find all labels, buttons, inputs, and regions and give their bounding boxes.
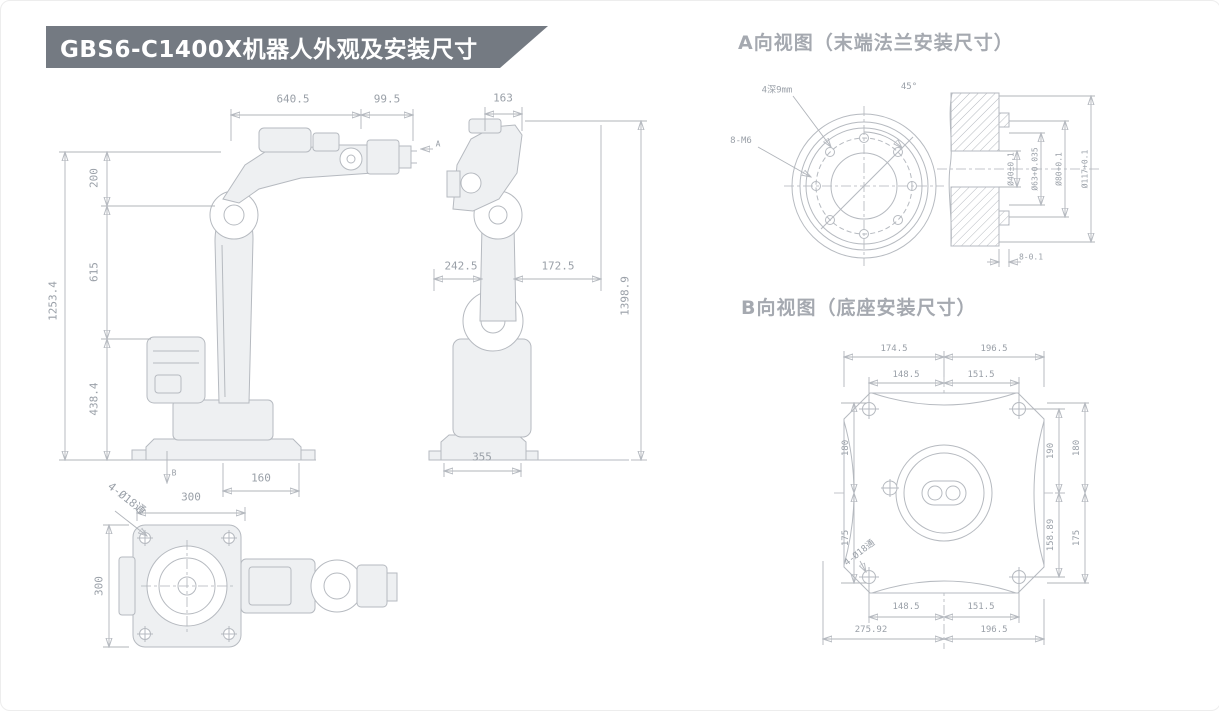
label-flange-angle: 45°	[900, 82, 918, 92]
dim-front-height-mid: 615	[87, 262, 101, 282]
dim-flange-dia-3: Ø80+0.1	[1054, 152, 1064, 186]
dim-base-right-inner-upper: 190	[1046, 442, 1056, 460]
dim-front-height-total: 1253.4	[46, 281, 60, 321]
dim-base-right-outer-lower: 175	[1072, 529, 1082, 547]
dim-topview-width: 300	[181, 490, 201, 504]
dim-side-top: 163	[493, 91, 513, 105]
flange-view-heading: A向视图（末端法兰安装尺寸）	[738, 32, 1014, 54]
dim-base-top-inner-right: 151.5	[967, 370, 995, 380]
dim-side-left: 242.5	[444, 259, 478, 273]
flange-view-drawing	[757, 92, 1101, 267]
view-b-marker: B	[171, 468, 177, 478]
dim-topview-depth: 300	[92, 576, 106, 596]
dim-base-left-lower: 175	[841, 529, 851, 547]
dim-front-top-main: 640.5	[276, 92, 310, 106]
dim-base-bottom-inner-left: 148.5	[892, 602, 920, 612]
side-view-drawing	[428, 107, 647, 477]
dim-flange-depth: 8-0.1	[1018, 252, 1044, 262]
dim-base-top-right: 196.5	[980, 344, 1008, 354]
dim-side-right: 172.5	[541, 259, 575, 273]
dim-front-base-width: 160	[251, 471, 271, 485]
label-flange-thread: 8-M6	[730, 136, 752, 146]
front-view-drawing	[59, 109, 433, 497]
dim-base-bottom-inner-right: 151.5	[967, 602, 995, 612]
dim-base-right-outer-upper: 180	[1072, 439, 1082, 457]
dim-flange-dia-1: Ø40±0.1	[1006, 152, 1016, 186]
dim-front-height-upper: 200	[87, 168, 101, 188]
dim-base-bottom-right: 196.5	[980, 625, 1008, 635]
dim-base-bottom-left: 275.92	[854, 625, 888, 635]
dim-side-height-total: 1398.9	[618, 276, 632, 316]
base-view-drawing	[823, 351, 1089, 649]
dim-flange-dia-4: Ø117+0.1	[1080, 149, 1090, 189]
label-flange-pocket: 4深9mm	[761, 85, 793, 96]
dim-front-top-offset: 99.5	[373, 92, 401, 106]
title-banner: GBS6-C1400X机器人外观及安装尺寸	[46, 26, 548, 68]
dim-base-top-left: 174.5	[880, 344, 908, 354]
page-title: GBS6-C1400X机器人外观及安装尺寸	[60, 37, 478, 63]
dim-base-top-inner-left: 148.5	[892, 370, 920, 380]
base-view-heading: B向视图（底座安装尺寸）	[741, 297, 977, 319]
dim-flange-dia-2: Ø63+0.035	[1030, 147, 1040, 191]
dim-base-left-upper: 180	[841, 439, 851, 457]
dim-front-height-lower: 438.4	[87, 382, 101, 416]
view-a-marker: A	[435, 139, 441, 149]
dim-base-right-inner-lower: 158.89	[1046, 518, 1056, 552]
dim-side-base-width: 355	[472, 450, 492, 464]
top-view-drawing	[103, 507, 398, 647]
